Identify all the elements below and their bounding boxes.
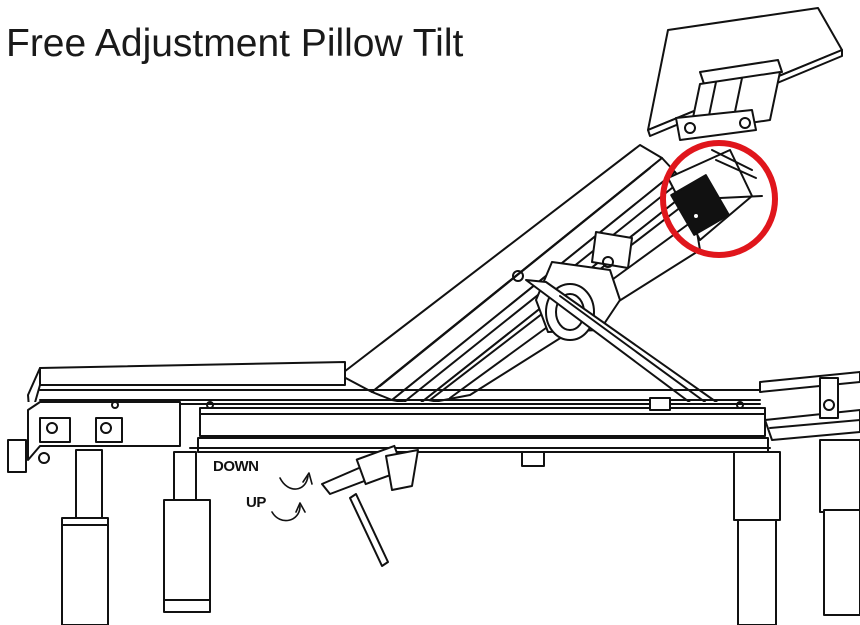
leg-back-left	[733, 451, 781, 625]
down-label: DOWN	[213, 458, 259, 475]
up-label: UP	[246, 494, 266, 511]
release-lever	[321, 444, 419, 567]
head-lift-motor	[512, 231, 723, 411]
down-arrow-icon	[279, 472, 313, 490]
highlight-circle	[660, 140, 778, 258]
leg-front-left	[61, 449, 109, 625]
pillow-tilt-bracket	[675, 59, 783, 141]
tilt-actuator	[667, 149, 763, 241]
main-frame-rail	[0, 377, 860, 473]
page-title: Free Adjustment Pillow Tilt	[6, 22, 464, 65]
up-arrow-icon	[271, 502, 306, 522]
leg-back-right	[819, 439, 860, 616]
leg-front-right	[163, 451, 211, 613]
